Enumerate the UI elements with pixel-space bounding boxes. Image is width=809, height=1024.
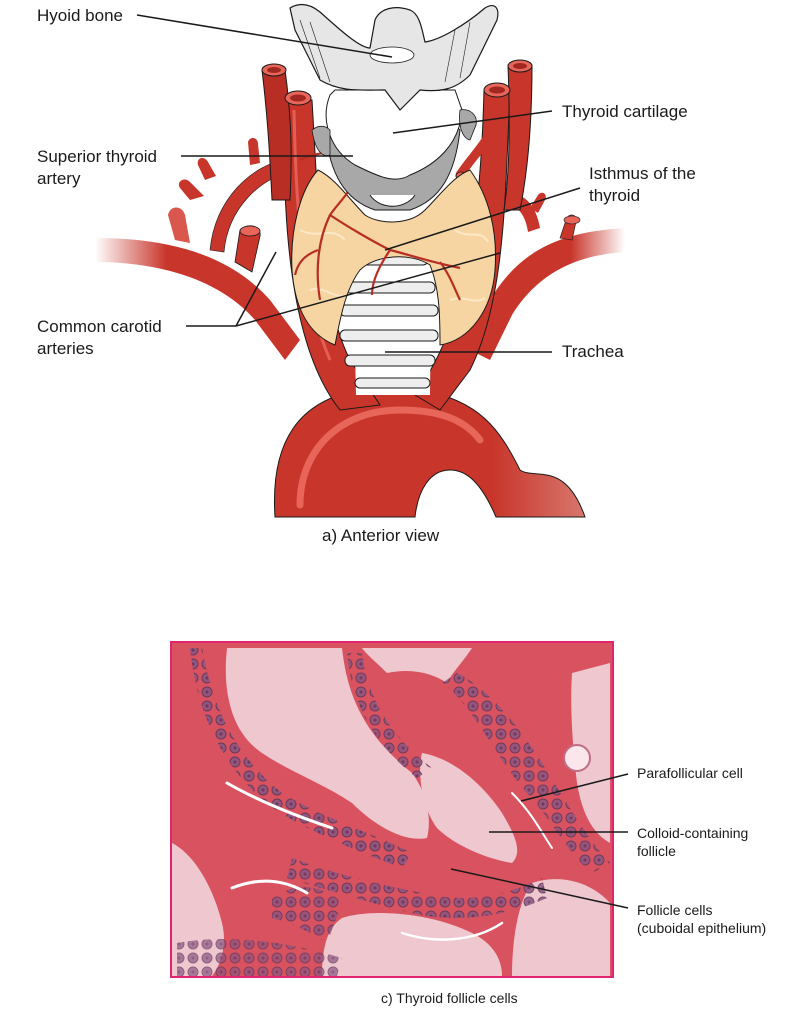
label-common-carotid-line2: arteries [37, 339, 94, 358]
label-superior-thyroid-artery-line1: Superior thyroid [37, 147, 158, 166]
larynx [311, 89, 477, 211]
label-colloid-line1: Colloid-containing [637, 825, 749, 841]
leader-lines-figure-a [136, 14, 581, 353]
thyroid-follicle-micrograph [170, 641, 614, 978]
label-hyoid-bone: Hyoid bone [37, 6, 124, 25]
label-isthmus-line2: thyroid [589, 186, 641, 205]
label-isthmus-line1: Isthmus of the [589, 164, 696, 183]
micrograph-texture [172, 643, 612, 976]
caption-thyroid-follicle-cells: c) Thyroid follicle cells [381, 990, 518, 1006]
label-superior-thyroid-artery-line2: artery [37, 169, 81, 188]
label-follicle-cells-line2: (cuboidal epithelium) [637, 920, 767, 936]
caption-anterior-view: a) Anterior view [322, 526, 440, 545]
label-trachea: Trachea [562, 342, 624, 361]
aortic-arch [273, 389, 586, 518]
label-colloid-line2: follicle [637, 843, 676, 859]
anterior-view-illustration [95, 3, 625, 518]
left-subclavian-artery [95, 138, 300, 360]
thyroid-gland [291, 151, 496, 346]
hyoid-bone [289, 3, 499, 111]
label-follicle-cells-line1: Follicle cells [637, 902, 713, 918]
label-thyroid-cartilage: Thyroid cartilage [562, 102, 688, 121]
right-common-carotid-artery [414, 59, 533, 411]
label-common-carotid-line1: Common carotid [37, 317, 162, 336]
label-parafollicular-cell: Parafollicular cell [637, 765, 743, 781]
